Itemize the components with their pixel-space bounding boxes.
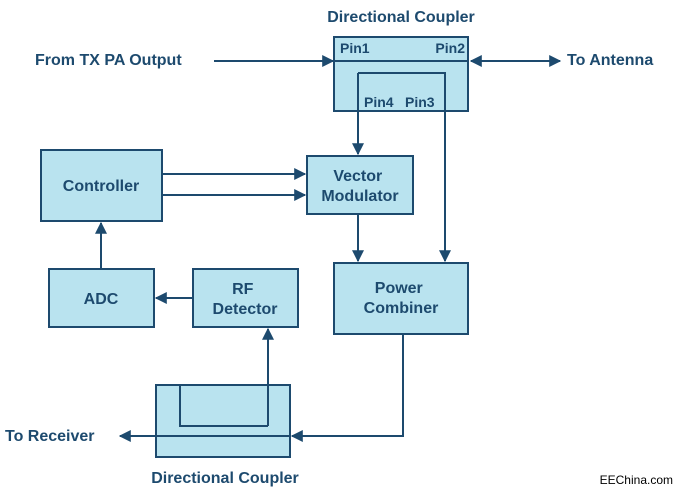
top-coupler-title: Directional Coupler <box>327 9 475 26</box>
pin4-label: Pin4 <box>364 94 394 110</box>
rf-detector-label-line2: Detector <box>213 301 278 318</box>
vector-modulator-label-line2: Modulator <box>321 188 398 205</box>
controller-label: Controller <box>63 178 139 195</box>
adc-label-line: ADC <box>84 291 119 308</box>
pin1-label: Pin1 <box>340 40 370 56</box>
pin3-label: Pin3 <box>405 94 435 110</box>
power-combiner-block <box>333 262 469 335</box>
pin2-label: Pin2 <box>435 40 465 56</box>
power-combiner-label-line2: Combiner <box>364 300 439 317</box>
adc-label: ADC <box>84 291 119 308</box>
receiver-label: To Receiver <box>5 428 95 445</box>
tx-pa-input-label: From TX PA Output <box>35 52 182 69</box>
vector-modulator-label-line1: Vector <box>333 168 382 185</box>
bottom-directional-coupler <box>155 384 291 458</box>
top-coupler-coupled-line <box>358 72 446 95</box>
power-combiner-label-line1: Power <box>375 280 423 297</box>
controller-label-line: Controller <box>63 178 139 195</box>
bottom-coupler-title: Directional Coupler <box>151 470 299 487</box>
bottom-coupler-coupled-line <box>179 385 268 427</box>
vector-modulator-label: Vector Modulator <box>321 168 398 205</box>
adc-block <box>48 268 155 328</box>
power-combiner-label: Power Combiner <box>364 280 439 317</box>
rf-detector-label-line1: RF <box>232 281 254 298</box>
rf-detector-label: RF Detector <box>213 281 278 318</box>
watermark: EEChina.com <box>600 473 673 487</box>
controller-block <box>40 149 163 222</box>
antenna-label: To Antenna <box>567 52 653 69</box>
vector-modulator-block <box>306 155 414 215</box>
combiner-to-coupler-arrow <box>290 334 404 442</box>
rf-detector-block <box>192 268 299 328</box>
